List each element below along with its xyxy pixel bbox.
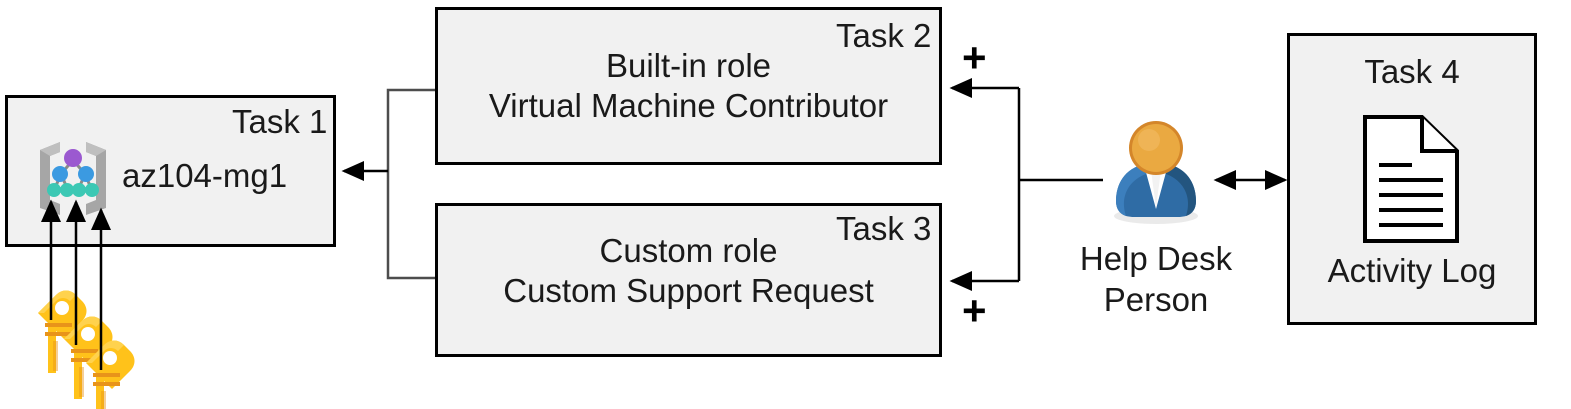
task4-label: Task 4 <box>1364 53 1460 90</box>
plus-sign-top: + <box>962 34 987 81</box>
keys-icon <box>20 281 135 409</box>
task4-caption: Activity Log <box>1327 252 1497 289</box>
document-icon <box>1362 114 1460 244</box>
task2-label: Task 2 <box>836 17 932 54</box>
task3-box[interactable] <box>435 203 942 357</box>
user-icon <box>1106 119 1206 224</box>
task2-line1: Built-in role <box>605 47 772 84</box>
person-caption-line1: Help Desk <box>1079 240 1233 277</box>
task3-line1: Custom role <box>599 232 778 269</box>
person-caption-line2: Person <box>1103 281 1209 318</box>
management-group-icon <box>28 136 118 216</box>
connector-tasks-to-task1 <box>386 88 435 280</box>
task1-label: Task 1 <box>232 103 328 140</box>
task3-line2: Custom Support Request <box>503 272 874 309</box>
plus-sign-bottom: + <box>962 287 987 334</box>
task3-label: Task 3 <box>836 210 932 247</box>
task2-line2: Virtual Machine Contributor <box>488 87 889 124</box>
task2-box[interactable] <box>435 7 942 165</box>
task1-name: az104-mg1 <box>122 157 288 194</box>
